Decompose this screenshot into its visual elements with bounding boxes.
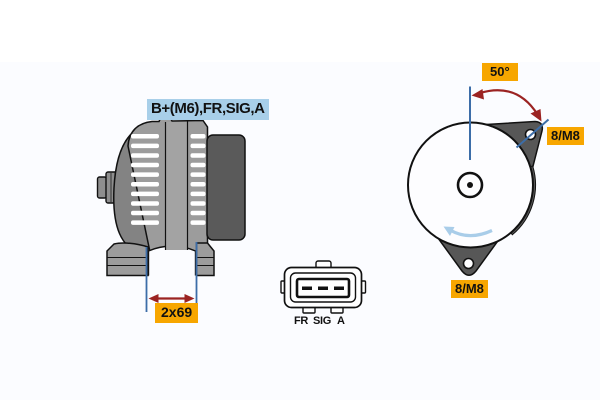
connector-front-view (280, 260, 367, 314)
vent-slots-right (190, 134, 206, 225)
pin-label-a: A (337, 315, 345, 327)
bottom-mount-thread-label: 8/M8 (451, 280, 488, 299)
dimension-extension-lines (145, 242, 198, 312)
connector-pin-a (334, 286, 344, 290)
divider-edges (164, 121, 189, 250)
dimension-arrow-icon (148, 294, 195, 303)
mounting-hole-bottom (462, 257, 475, 270)
foot-gap (147, 245, 197, 276)
connector-pin-fr (302, 286, 312, 290)
connector-pins (302, 286, 344, 290)
divider-band (165, 122, 188, 250)
top-mount-thread-label: 8/M8 (547, 127, 584, 146)
mounting-foot-right (195, 242, 215, 277)
mounting-dimension-label: 2x69 (155, 303, 199, 323)
connector-pin-sig (318, 286, 328, 290)
terminals-label: B+(M6),FR,SIG,A (147, 99, 269, 120)
dimension-annotation (145, 242, 198, 312)
foot-ridges (107, 257, 214, 266)
angle-arc-arrow-icon (471, 89, 542, 122)
pin-label-fr: FR (294, 315, 309, 327)
pin-label-sig: SIG (313, 315, 332, 327)
alternator-rear-view-drawing (407, 86, 550, 276)
rotation-direction-arrow-icon (443, 226, 493, 238)
angle-label: 50° (482, 63, 518, 82)
alternator-side-view-drawing (96, 116, 246, 277)
shaft-center-mark (456, 171, 484, 199)
rear-cover (206, 134, 246, 241)
mounting-foot-left (106, 242, 149, 277)
lug-axis-reference-line (515, 118, 550, 149)
vent-slots-left (131, 134, 159, 225)
